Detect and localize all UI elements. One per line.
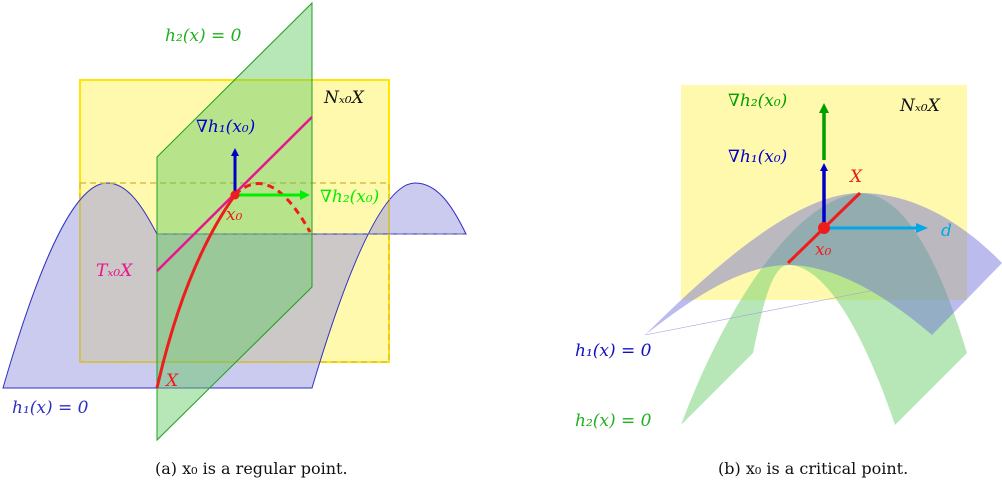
caption-b: (b) x₀ is a critical point. xyxy=(718,459,908,478)
panel-a: h₂(x) = 0 Nₓ₀X ∇h₁(x₀) ∇h₂(x₀) x₀ Tₓ₀X X… xyxy=(2,1,467,478)
label-tangent-space: Tₓ₀X xyxy=(96,261,133,281)
label-h1-surface: h₁(x) = 0 xyxy=(575,341,652,361)
label-grad-h2: ∇h₂(x₀) xyxy=(728,91,787,111)
label-normal-space: Nₓ₀X xyxy=(899,96,941,116)
label-point: x₀ xyxy=(815,240,832,260)
label-manifold: X xyxy=(848,167,863,187)
caption-a: (a) x₀ is a regular point. xyxy=(155,459,348,478)
manifold-curve-hidden xyxy=(233,182,312,233)
h2-surface xyxy=(681,193,967,425)
label-manifold: X xyxy=(164,371,179,391)
panel-b: ∇h₂(x₀) ∇h₁(x₀) Nₓ₀X X d x₀ h₁(x) = 0 h₂… xyxy=(575,85,1002,478)
label-h2-surface: h₂(x) = 0 xyxy=(575,411,652,431)
h2-plane xyxy=(156,1,313,442)
label-grad-h1: ∇h₁(x₀) xyxy=(196,117,255,137)
point-x0 xyxy=(818,222,830,234)
label-point: x₀ xyxy=(226,205,243,225)
label-grad-h2: ∇h₂(x₀) xyxy=(320,187,379,207)
label-h1-surface: h₁(x) = 0 xyxy=(12,398,89,418)
label-direction: d xyxy=(941,221,952,241)
label-normal-space: Nₓ₀X xyxy=(323,88,365,108)
manifold-curve xyxy=(155,194,237,389)
label-h2-surface: h₂(x) = 0 xyxy=(165,26,242,46)
h1-surface-faint-edge xyxy=(644,289,876,336)
label-grad-h1: ∇h₁(x₀) xyxy=(728,147,787,167)
point-x0 xyxy=(230,190,240,200)
